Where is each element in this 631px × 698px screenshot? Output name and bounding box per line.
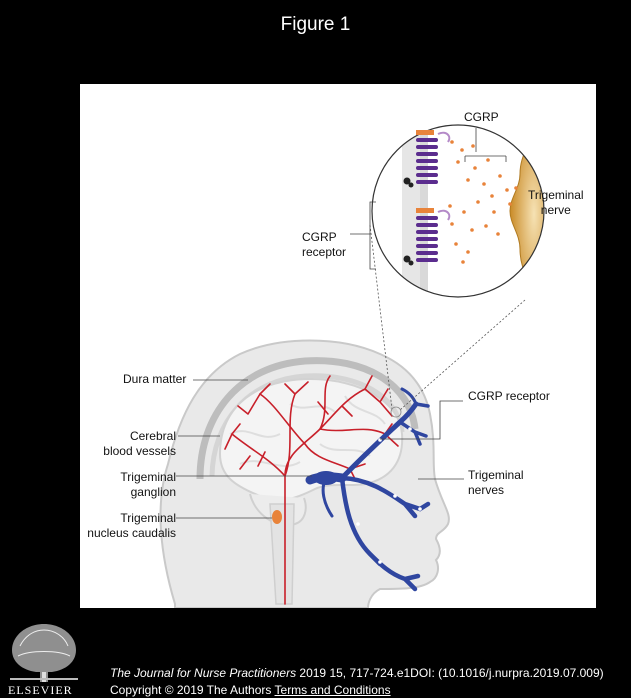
label-trigeminal-nerves-line1: Trigeminal (468, 468, 524, 482)
label-cerebral-line1: Cerebral (129, 429, 176, 443)
brainstem (269, 503, 295, 605)
label-trigeminal-ganglion: Trigeminal ganglion (88, 470, 176, 500)
cgrp-receptor-upper (403, 130, 451, 188)
label-trigeminal-nerve-line2: nerve (540, 203, 571, 217)
cgrp-bracket (464, 128, 507, 162)
label-ganglion-line1: Trigeminal (120, 470, 176, 484)
diagram-illustration (159, 124, 545, 608)
label-dura-matter: Dura matter (123, 372, 187, 386)
label-cgrp-receptor: CGRP receptor (468, 389, 550, 403)
copyright-line: Copyright © 2019 The Authors Terms and C… (110, 683, 391, 697)
label-cgrp: CGRP (464, 110, 499, 124)
cgrp-molecules (448, 140, 518, 264)
label-nucleus-line1: Trigeminal (120, 511, 176, 525)
label-cerebral-blood-vessels: Cerebral blood vessels (88, 429, 176, 459)
dura-layer (196, 357, 419, 480)
journal-name: The Journal for Nurse Practitioners (110, 666, 297, 680)
cgrp-receptor-right-leader (380, 400, 463, 440)
cgrp-receptor-bracket (350, 201, 376, 270)
terms-link[interactable]: Terms and Conditions (274, 683, 391, 697)
label-cgrp-receptor-inset-line2: receptor (302, 245, 347, 259)
zoom-circle-outline (371, 124, 545, 298)
label-cerebral-line2: blood vessels (103, 444, 176, 458)
label-ganglion-line2: ganglion (130, 485, 176, 499)
cgrp-receptor-lower (403, 208, 451, 266)
label-trigeminal-nerves-line2: nerves (468, 483, 505, 497)
label-cgrp-receptor-inset: CGRP receptor (302, 230, 346, 260)
label-cgrp-receptor-inset-line1: CGRP (302, 230, 337, 244)
citation-line: The Journal for Nurse Practitioners 2019… (110, 666, 604, 680)
label-trigeminal-nerve-line1: Trigeminal (528, 188, 584, 202)
citation-details: 2019 15, 717-724.e1DOI: (10.1016/j.nurpr… (296, 666, 604, 680)
label-trigeminal-nerves: Trigeminal nerves (468, 468, 524, 498)
trigeminal-ganglion (314, 471, 338, 485)
diagram-panel: CGRP Trigeminal nerve CGRP receptor Dura… (80, 84, 596, 608)
label-nucleus-line2: nucleus caudalis (87, 526, 176, 540)
elsevier-tree-logo (10, 624, 78, 682)
label-trigeminal-nerve: Trigeminal nerve (528, 188, 584, 218)
label-trigeminal-nucleus-caudalis: Trigeminal nucleus caudalis (80, 511, 176, 541)
copyright-text: Copyright © 2019 The Authors (110, 683, 275, 697)
trigeminal-nucleus-caudalis (272, 510, 282, 524)
publisher-name: ELSEVIER (8, 683, 73, 697)
figure-title: Figure 1 (280, 14, 351, 35)
